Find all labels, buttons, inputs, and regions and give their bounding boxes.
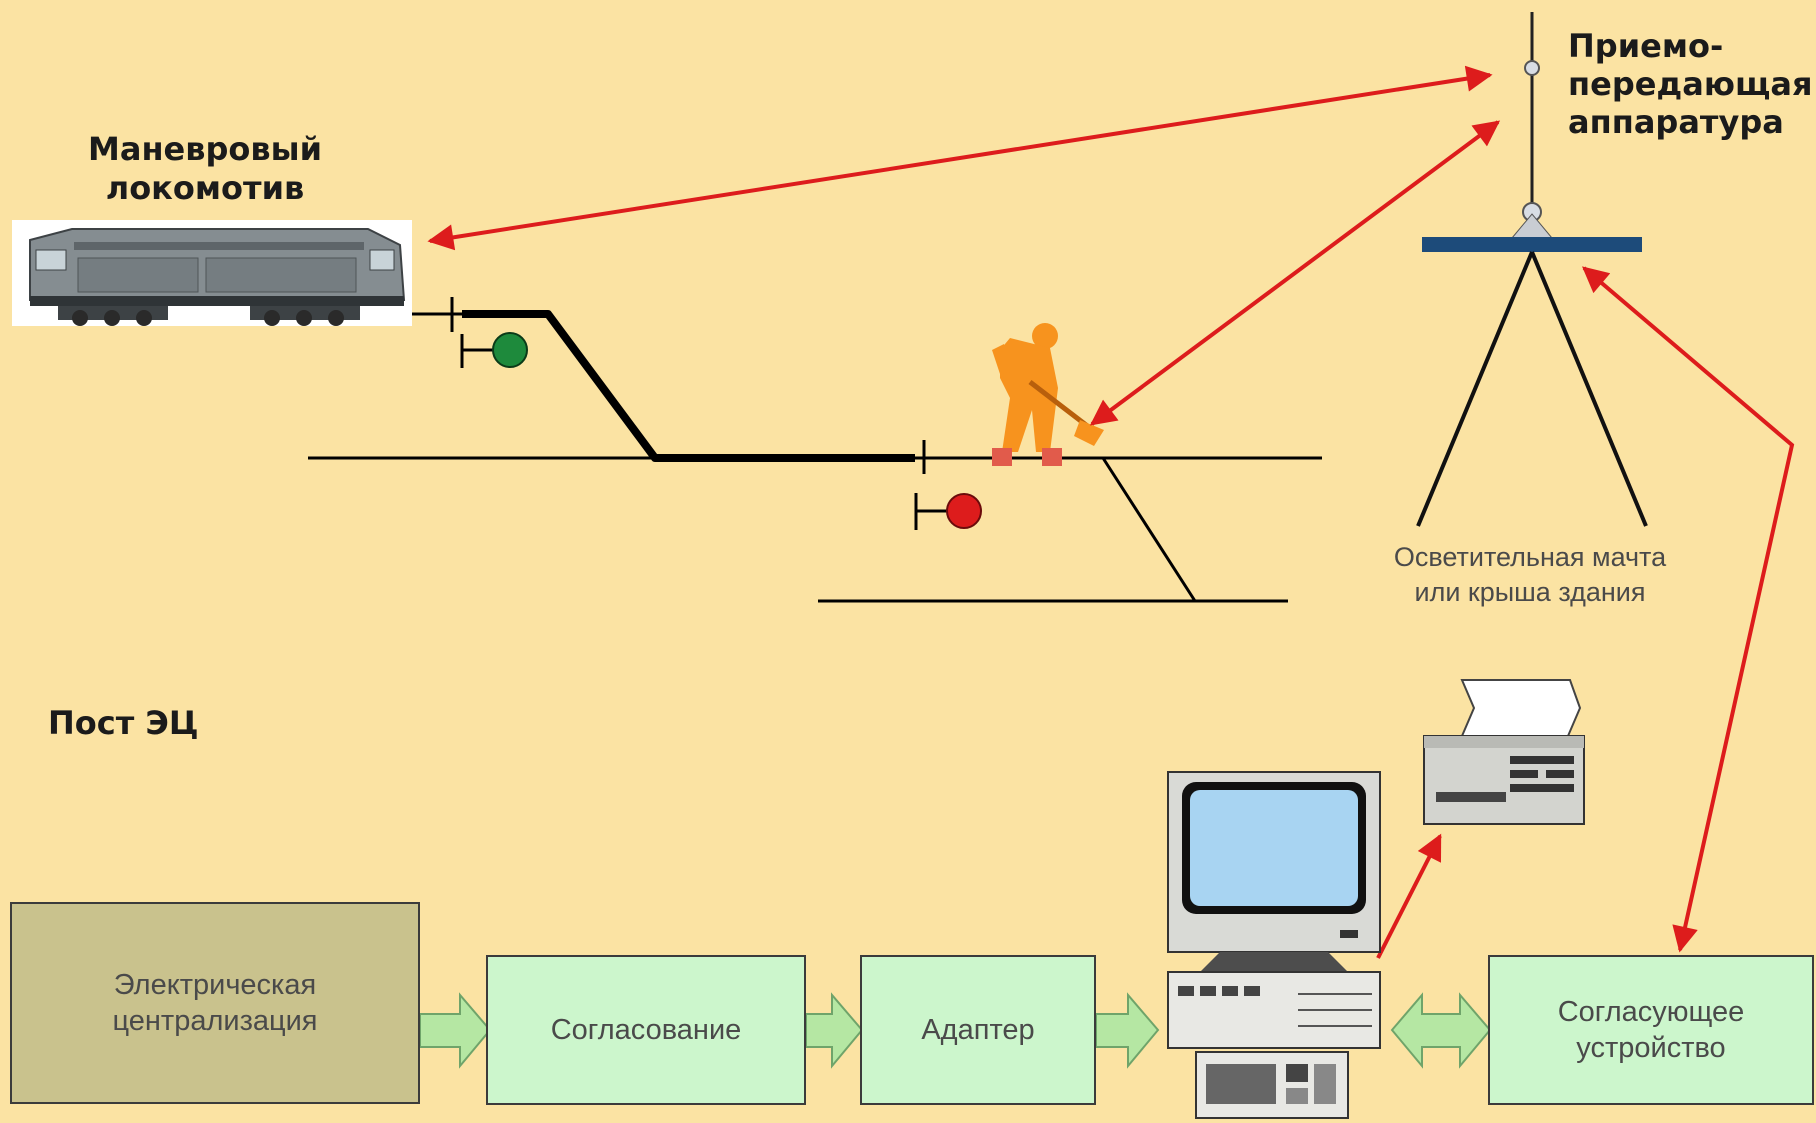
flow-arrows [419,992,1492,1069]
computer-icon [1167,771,1381,1119]
post-label: Пост ЭЦ [48,704,199,742]
coordination-block: Согласование [486,955,806,1105]
radio-link-matching-device [1582,266,1795,953]
route-highlight [462,310,915,462]
radio-link-worker [1089,120,1501,426]
flow-arrow-coordination-to-adapter [805,992,864,1069]
signal-red-icon [914,493,982,530]
matching-device-block: Согласующее устройство [1488,955,1814,1105]
adapter-block: Адаптер [860,955,1096,1105]
mast-label: Осветительная мачта или крыша здания [1393,542,1667,608]
locomotive-label: Маневровый локомотив [88,130,322,208]
switch-branch [1101,457,1197,602]
electric-interlocking-block: Электрическая централизация [10,902,420,1104]
track-layout [308,297,1322,603]
locomotive-icon [12,220,412,326]
radio-equipment-label: Приемо- передающая аппаратура [1568,27,1813,141]
track-worker-icon [992,323,1104,466]
radio-links [427,65,1795,959]
radio-link-locomotive [427,65,1493,251]
printer-icon [1423,679,1585,825]
flow-arrow-adapter-to-computer [1095,992,1160,1069]
printer-link [1376,833,1442,959]
flow-arrow-ec-to-coordination [419,992,492,1069]
flow-arrow-computer-matching-device [1390,992,1492,1069]
signal-green-icon [460,332,528,368]
